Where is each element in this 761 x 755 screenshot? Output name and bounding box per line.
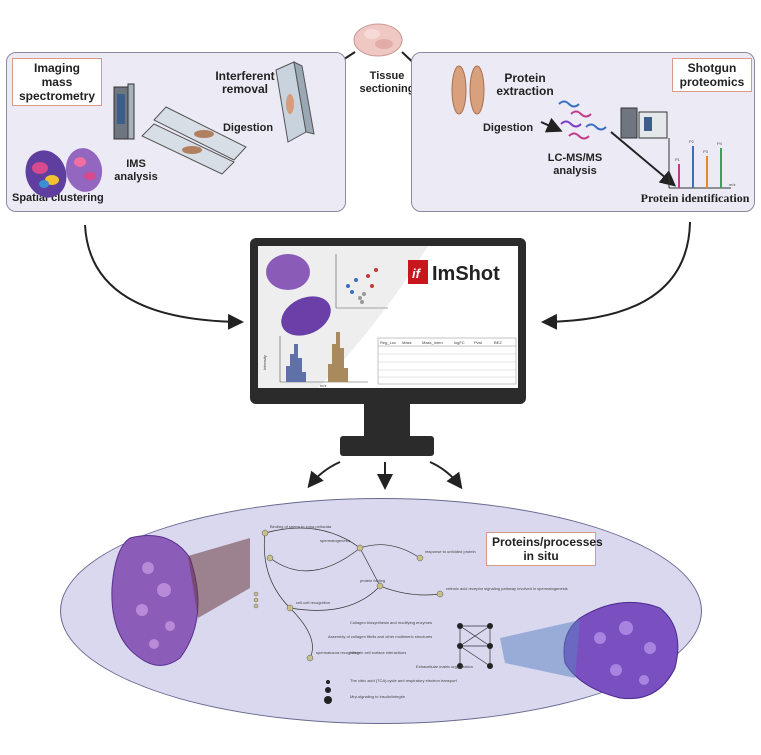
interferent-removal-label: Interferent removal — [215, 69, 275, 96]
tissue-cluster-right-icon — [563, 601, 679, 700]
screen-content: Intensity m/z if ImShot Reg_Loc Mass Mas… — [258, 246, 517, 388]
monitor-stand — [340, 436, 434, 456]
go-network-lower — [459, 625, 491, 667]
spatial-cluster-tissue-icon — [25, 148, 103, 198]
glass-slide-icon — [141, 106, 247, 175]
imshot-logo-glyph: if — [412, 266, 422, 281]
glass-slide-icon — [275, 61, 315, 143]
histogram-xlabel: m/z — [320, 383, 326, 388]
zoom-wedge-right — [500, 620, 580, 678]
peptides-icon — [558, 100, 607, 140]
spectrum-plot: P1 P2 P3 P4 m/z — [668, 138, 735, 189]
imshot-logo-icon — [408, 260, 428, 284]
proteomics-illustrations: P1 P2 P3 P4 m/z — [451, 65, 735, 189]
tissue-cluster-left-icon — [111, 535, 199, 666]
table-header: Pval — [474, 340, 482, 345]
network-upper-label: spermatogenesis — [320, 538, 350, 543]
histogram-ylabel: Intensity — [262, 355, 267, 370]
peak-label: P4 — [717, 141, 723, 146]
histogram-plot: Intensity m/z — [262, 332, 368, 388]
network-upper-label: cell-cell recognition — [296, 600, 330, 605]
network-lower-label: Extracellular matrix organization — [416, 664, 473, 669]
go-network-lower-nodes — [457, 623, 493, 669]
mass-spectrometer-icon — [113, 83, 135, 140]
table-header: BEZ — [494, 340, 502, 345]
network-lower-label: Integrin cell surface interactions — [350, 650, 406, 655]
zoom-wedge-left — [188, 538, 250, 618]
tissue-ims-image — [281, 296, 331, 336]
protein-extraction-label: Protein extraction — [496, 71, 554, 98]
ims-title: Imaging mass spectrometry — [12, 58, 102, 106]
ims-illustrations — [25, 61, 315, 198]
peak-label: P1 — [675, 157, 681, 162]
network-upper-label: protein folding — [360, 578, 385, 583]
table-header: logFC — [454, 340, 465, 345]
imshot-brand-text: ImShot — [432, 263, 500, 285]
axis-label: m/z — [729, 182, 735, 187]
tissue-slice-icon — [451, 65, 485, 115]
peak-label: P2 — [689, 139, 695, 144]
proteomics-digestion-label: Digestion — [482, 122, 534, 134]
network-upper-label: response to unfolded protein — [425, 549, 476, 554]
go-network-upper — [264, 527, 441, 659]
table-header: Mass — [402, 340, 412, 345]
protein-identification-label: Protein identification — [640, 191, 750, 205]
table-header: Reg_Loc — [380, 340, 396, 345]
tissue-sectioning-label: Tissue sectioning — [359, 70, 415, 95]
network-upper-label: spermatozoa recognition — [316, 650, 360, 655]
network-lower-label: Assembly of collagen fibrils and other m… — [328, 634, 432, 639]
tissue-sample-icon — [353, 23, 403, 57]
ims-digestion-label: Digestion — [222, 122, 274, 134]
go-network-upper-nodes — [261, 529, 444, 662]
proteins-processes-title: Proteins/processes in situ — [486, 532, 603, 566]
node-size-legend — [324, 680, 332, 704]
network-lower-label: Collagen biosynthesis and modifying enzy… — [350, 620, 432, 625]
node-color-legend — [253, 591, 259, 609]
lcms-analysis-label: LC-MS/MS analysis — [547, 152, 603, 177]
results-illustrations: Binding of sperm to zona pellucida sperm… — [111, 524, 679, 704]
network-upper-label: Binding of sperm to zona pellucida — [270, 524, 332, 529]
network-lower-label: Mrp-signaling to insulin/integrin — [350, 694, 405, 699]
tissue-ims-image — [266, 254, 310, 290]
monitor-neck — [364, 404, 410, 436]
spatial-clustering-label: Spatial clustering — [12, 192, 104, 204]
table-header: Mass_Inten — [422, 340, 443, 345]
network-lower-label: The citric acid (TCA) cycle and respirat… — [350, 678, 458, 683]
peak-label: P3 — [703, 149, 709, 154]
network-upper-label: retinoic acid receptor signaling pathway… — [446, 586, 568, 591]
volcano-plot — [335, 254, 388, 309]
lcms-instrument-icon — [620, 107, 668, 139]
proteomics-panel — [411, 52, 755, 212]
monitor-screen: Intensity m/z if ImShot Reg_Loc Mass Mas… — [258, 246, 518, 388]
results-table: Reg_Loc Mass Mass_Inten logFC Pval BEZ — [377, 337, 517, 385]
proteomics-title: Shotgun proteomics — [672, 58, 752, 92]
ims-analysis-label: IMS analysis — [114, 158, 158, 183]
